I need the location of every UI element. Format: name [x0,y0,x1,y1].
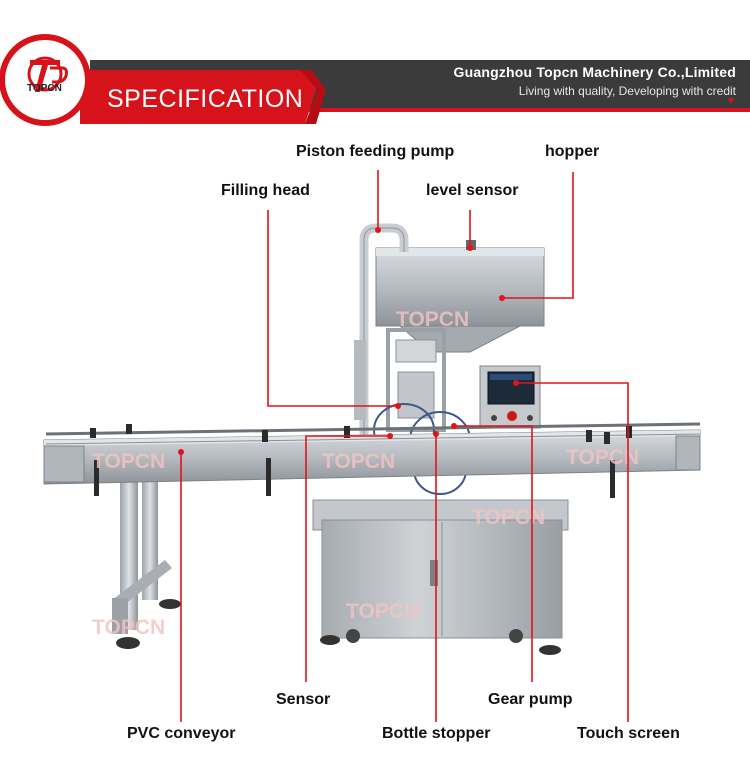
callout-dots [178,227,519,455]
hopper-body [375,240,545,353]
label-bottle-stopper: Bottle stopper [382,725,491,742]
label-pvc-conveyor: PVC conveyor [127,725,236,742]
leader-hopper [502,172,574,299]
company-slogan: Living with quality, Developing with cre… [518,84,736,98]
logo-text: TOPCN [27,83,62,94]
label-touch-screen: Touch screen [577,725,680,742]
watermark-text: TOPCN [92,616,165,639]
callout-lines [180,170,629,722]
label-gear-pump: Gear pump [488,691,573,708]
watermark-text: TOPCN [472,506,545,529]
logo-disc [5,40,85,120]
header-graphic [0,34,750,126]
leader-sensor [305,435,390,682]
watermarks: TOPCN TOPCN TOPCN TOPCN TOPCN TOPCN TOPC… [92,308,639,639]
leader-touch-screen [516,382,629,722]
watermark-text: TOPCN [322,450,395,473]
label-level-sensor: level sensor [426,182,519,199]
company-name: Guangzhou Topcn Machinery Co.,Limited [453,64,736,80]
leader-filling-head [267,210,398,407]
logo-icon [27,56,68,92]
control-box [479,365,541,429]
piston-pump-tube [354,223,409,440]
machine-cabinet [312,499,569,655]
label-sensor: Sensor [276,691,331,708]
watermark-text: TOPCN [346,600,419,623]
label-piston-feeding-pump: Piston feeding pump [296,143,455,160]
leader-gear-pump [454,425,533,682]
section-title: SPECIFICATION [107,85,304,113]
specification-band-edge [300,70,326,124]
watermark-text: TOPCN [92,450,165,473]
header-red-line [300,108,750,112]
label-hopper: hopper [545,143,600,160]
specification-band [80,70,318,124]
header-marker-icon [728,98,734,104]
company-block: Guangzhou Topcn Machinery Co.,Limited Li… [454,64,736,98]
page-header: TOPCN SPECIFICATION Guangzhou Topcn Mach… [0,0,750,135]
conveyor-belt [43,422,701,498]
label-filling-head: Filling head [221,182,310,199]
watermark-text: TOPCN [566,446,639,469]
watermark-text: TOPCN [396,308,469,331]
conveyor-stand [112,480,181,649]
